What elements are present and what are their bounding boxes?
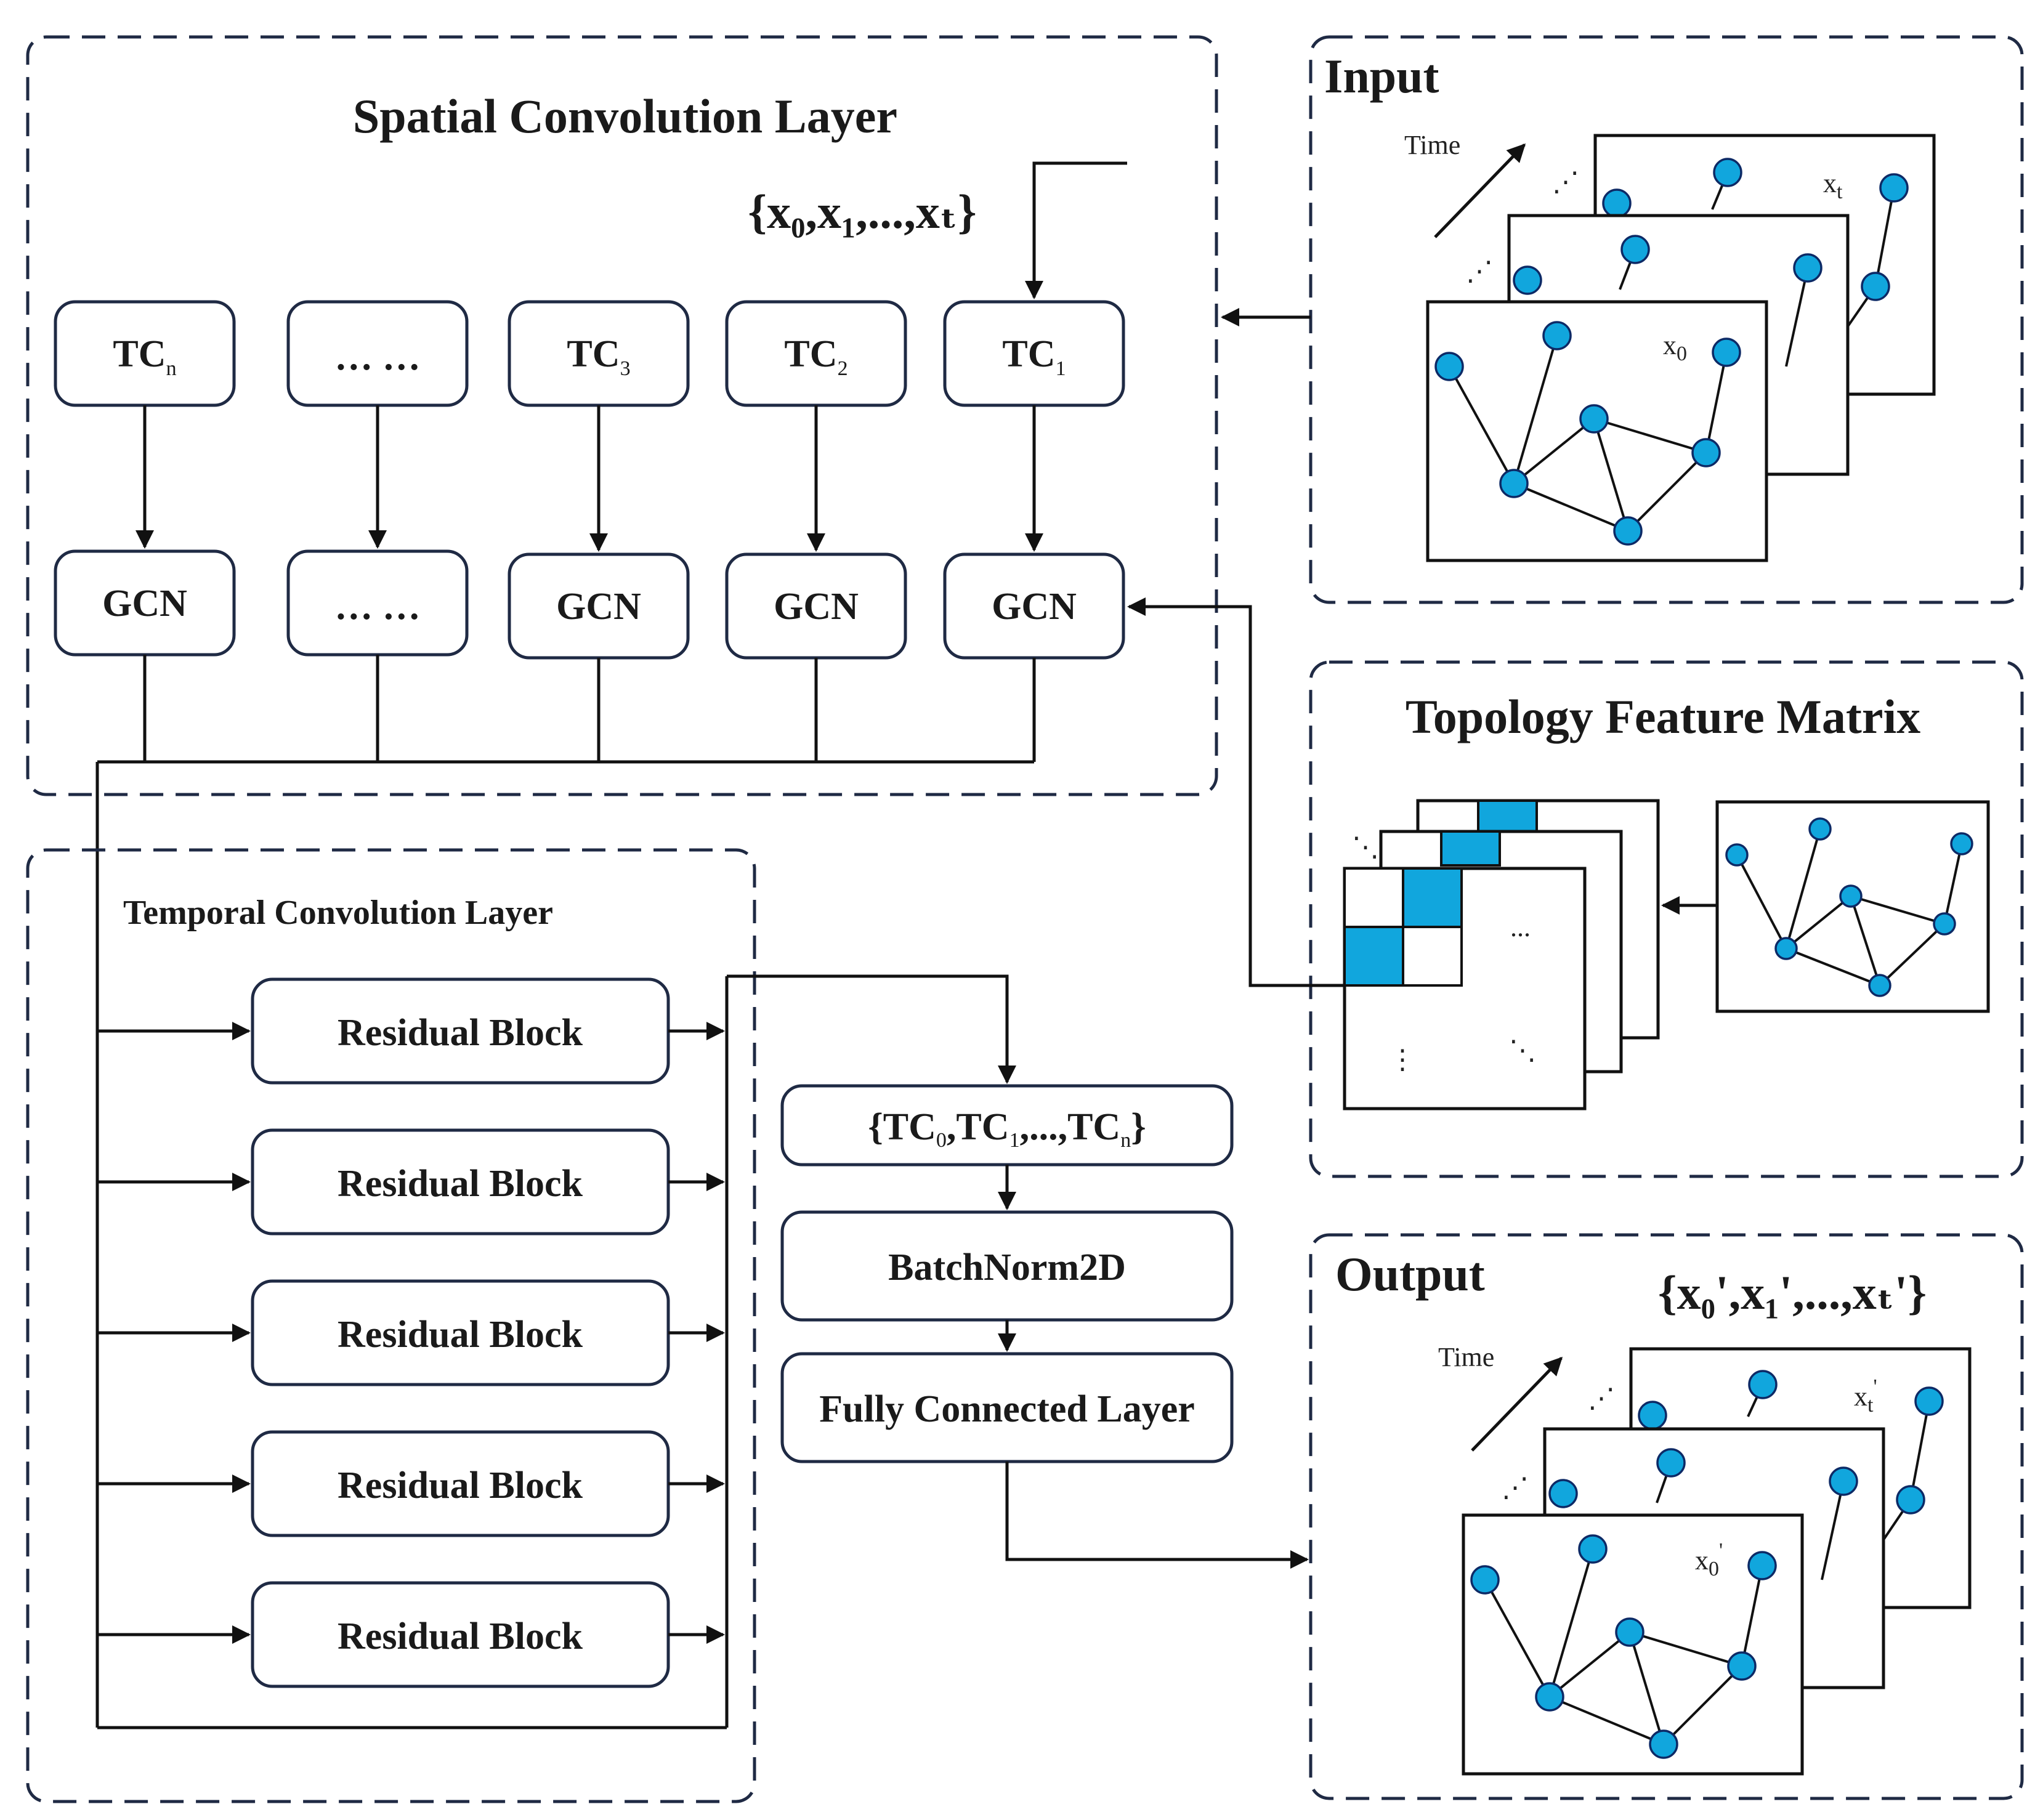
tc-3-sub: 3: [620, 357, 631, 380]
tc-box-1[interactable]: TC1: [943, 300, 1125, 407]
residual-block-3-label: Residual Block: [338, 1314, 583, 1356]
topology-title: Topology Feature Matrix: [1406, 690, 1920, 743]
residual-block-2-label: Residual Block: [338, 1163, 583, 1205]
tc-3-label: TC: [567, 333, 620, 375]
tc-box-2[interactable]: TC2: [725, 300, 907, 407]
output-title: Output: [1335, 1247, 1485, 1301]
gcn-1-label: GCN: [992, 586, 1077, 628]
output-panel: Output {x₀',x₁',...,xₜ'} Time ⋰ ⋰ xt': [1309, 1233, 2024, 1800]
svg-text:TC3: TC3: [567, 333, 630, 380]
tc-box-3[interactable]: TC3: [508, 300, 690, 407]
tc-to-gcn-arrows: [136, 161, 1127, 552]
tc-set-box[interactable]: {TC0,TC1,...,TCn}: [780, 1084, 1234, 1167]
topology-graph: [1715, 800, 1990, 1013]
residual-block-4[interactable]: Residual Block: [251, 1430, 670, 1537]
input-dots-2: ⋰: [1466, 256, 1493, 286]
tc-box-row: TCn … … TC3 TC2 TC1: [54, 300, 1125, 407]
tc-set-mid1: ,TC: [947, 1106, 1009, 1148]
input-frame-xt-base: x: [1823, 168, 1837, 198]
tc-n-label: TC: [113, 333, 166, 375]
tc-1-label: TC: [1002, 333, 1055, 375]
tc-1-sub: 1: [1056, 357, 1066, 380]
svg-text:TC2: TC2: [784, 333, 848, 380]
input-time-label: Time: [1404, 130, 1460, 160]
svg-text:x0: x0: [1663, 330, 1687, 365]
gcn-box-ellipsis[interactable]: … …: [286, 549, 469, 657]
residual-block-2[interactable]: Residual Block: [251, 1128, 670, 1236]
input-frame-x0-sub: 0: [1677, 342, 1687, 365]
spatial-convolution-panel: Spatial Convolution Layer {x₀,x₁,...,xₜ}: [26, 35, 1218, 796]
svg-text:TCn: TCn: [113, 333, 176, 380]
tc-set-mid2: ,...,TC: [1020, 1106, 1121, 1148]
output-dots-2: ⋰: [1502, 1473, 1529, 1503]
input-title: Input: [1324, 49, 1439, 103]
residual-block-5[interactable]: Residual Block: [251, 1581, 670, 1688]
output-frame-x0-prime: ': [1719, 1539, 1723, 1562]
tc-2-sub: 2: [838, 357, 848, 380]
tc-set-close: }: [1131, 1106, 1146, 1148]
input-sequence-label: {x₀,x₁,...,xₜ}: [748, 185, 976, 238]
gcn-3-label: GCN: [556, 586, 641, 628]
gcn-ellipsis-label: … …: [334, 586, 421, 628]
tc-ellipsis-label: … …: [334, 336, 421, 378]
gcn-2-label: GCN: [774, 586, 859, 628]
gcn-output-bus: [95, 655, 1036, 1729]
residual-block-4-label: Residual Block: [338, 1465, 583, 1507]
tc-box-n[interactable]: TCn: [54, 300, 236, 407]
gcn-box-row: GCN … … GCN GCN GCN: [54, 549, 1125, 660]
output-dots-1: ⋰: [1588, 1383, 1615, 1414]
output-frame-x0-sub: 0: [1709, 1558, 1719, 1580]
residual-block-1[interactable]: Residual Block: [251, 977, 670, 1085]
fully-connected-box[interactable]: Fully Connected Layer: [780, 1352, 1234, 1463]
pipeline: {TC0,TC1,...,TCn} BatchNorm2D Fully Conn…: [780, 1084, 1309, 1569]
topology-panel: Topology Feature Matrix ⋱ ... ⋮ ⋱: [1127, 597, 2024, 1178]
residual-arrows: [97, 974, 1016, 1644]
matrix-h-ellipsis: ...: [1510, 912, 1531, 942]
matrix-stack-dots: ⋱: [1352, 832, 1379, 862]
gcn-box-n[interactable]: GCN: [54, 549, 236, 657]
tc-set-sub0: 0: [936, 1129, 947, 1152]
batchnorm-label: BatchNorm2D: [888, 1247, 1126, 1288]
input-dots-1: ⋰: [1552, 167, 1579, 197]
matrix-d-ellipsis: ⋱: [1509, 1035, 1536, 1066]
svg-text:xt: xt: [1823, 168, 1843, 203]
matrix-stack: ⋱ ... ⋮ ⋱: [1343, 799, 1660, 1110]
residual-blocks: Residual Block Residual Block Residual B…: [251, 977, 670, 1688]
input-frame-xt-sub: t: [1837, 180, 1843, 203]
svg-text:{TC0,TC1,...,TCn}: {TC0,TC1,...,TCn}: [868, 1106, 1146, 1152]
output-sequence-label: {x₀',x₁',...,xₜ'}: [1658, 1266, 1927, 1319]
output-frame-front: x0': [1462, 1513, 1804, 1776]
tc-set-subn: n: [1120, 1129, 1131, 1152]
temporal-layer-title: Temporal Convolution Layer: [123, 894, 553, 932]
tc-set-sub1: 1: [1009, 1129, 1020, 1152]
fully-connected-label: Fully Connected Layer: [819, 1388, 1195, 1430]
batchnorm-box[interactable]: BatchNorm2D: [780, 1210, 1234, 1322]
output-frame-xt-sub: t: [1867, 1394, 1874, 1417]
spatial-layer-title: Spatial Convolution Layer: [353, 89, 897, 143]
svg-text:x0': x0': [1695, 1539, 1723, 1580]
residual-block-3[interactable]: Residual Block: [251, 1279, 670, 1386]
tc-box-ellipsis[interactable]: … …: [286, 300, 469, 407]
gcn-box-1[interactable]: GCN: [943, 552, 1125, 660]
residual-block-1-label: Residual Block: [338, 1012, 583, 1054]
matrix-v-ellipsis: ⋮: [1389, 1045, 1416, 1075]
tc-n-sub: n: [166, 357, 177, 380]
tc-set-open: {TC: [868, 1106, 936, 1148]
gcn-box-3[interactable]: GCN: [508, 552, 690, 660]
svg-text:TC1: TC1: [1002, 333, 1066, 380]
temporal-convolution-panel: Temporal Convolution Layer: [26, 848, 756, 1803]
input-frame-front: x0: [1426, 300, 1768, 562]
tc-2-label: TC: [784, 333, 837, 375]
output-frame-x0-base: x: [1695, 1545, 1709, 1575]
gcn-n-label: GCN: [102, 583, 187, 625]
output-frame-xt-prime: ': [1873, 1375, 1877, 1398]
residual-block-5-label: Residual Block: [338, 1616, 583, 1657]
output-time-label: Time: [1438, 1342, 1494, 1372]
output-frame-xt-base: x: [1854, 1381, 1867, 1412]
input-frame-x0-base: x: [1663, 330, 1677, 360]
input-panel: Input Time ⋰ ⋰ xt: [1221, 35, 2024, 604]
svg-text:xt': xt': [1854, 1375, 1877, 1417]
gcn-box-2[interactable]: GCN: [725, 552, 907, 660]
